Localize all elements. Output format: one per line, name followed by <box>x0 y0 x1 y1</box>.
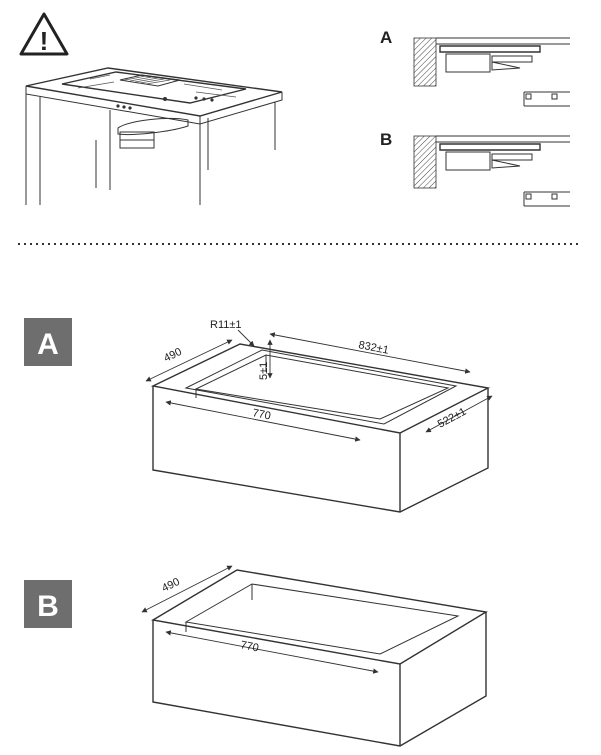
cutout-a-drawing: 490 770 832±1 522±1 R11±1 5±1 <box>145 319 493 513</box>
detail-a-label: A <box>380 28 392 47</box>
warning-symbol: ! <box>40 26 49 56</box>
cutout-a-width-label: 770 <box>251 407 271 422</box>
cutout-a-rebate-label: 5±1 <box>258 362 270 380</box>
cutout-b-depth-label: 490 <box>160 576 182 595</box>
detail-a: A <box>380 28 570 107</box>
cooktop-counter-illustration <box>25 67 283 205</box>
detail-b: B <box>380 130 570 207</box>
badge-b-label: B <box>37 590 59 623</box>
cutout-a-outer-width-label: 832±1 <box>357 339 389 357</box>
badge-b: B <box>24 580 72 628</box>
cutout-b-drawing: 490 770 <box>141 565 488 747</box>
cutout-b-width-label: 770 <box>239 639 259 654</box>
badge-a: A <box>24 318 72 366</box>
detail-b-label: B <box>380 130 392 149</box>
cutout-a-depth-label: 490 <box>162 346 184 365</box>
badge-a-label: A <box>37 328 59 361</box>
cutout-a-radius-label: R11±1 <box>210 319 242 331</box>
cutout-a-outer-depth-label: 522±1 <box>436 406 469 431</box>
warning-triangle-icon: ! <box>19 12 69 56</box>
